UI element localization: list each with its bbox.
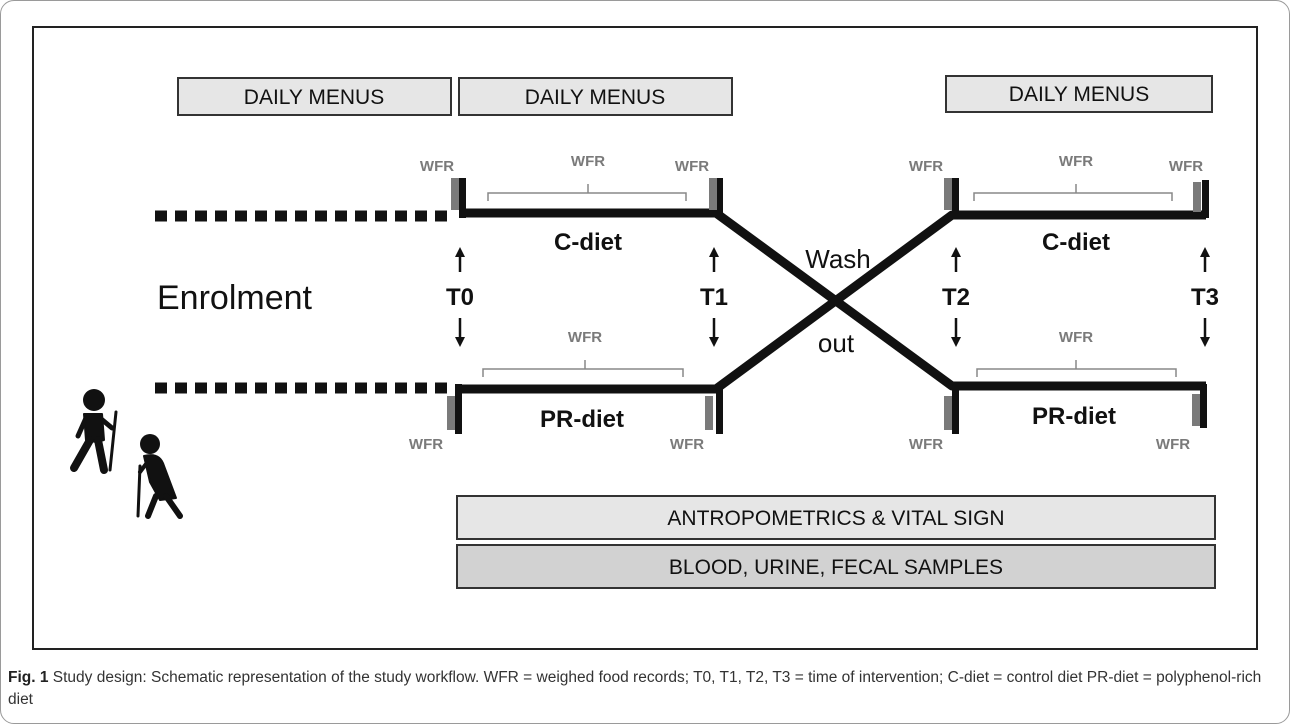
t1-label: T1	[700, 284, 728, 311]
wfr-label: WFR	[675, 158, 709, 175]
daily-menus-box-2: DAILY MENUS	[458, 77, 733, 116]
enrolment-label: Enrolment	[157, 279, 313, 317]
wfr-label: WFR	[909, 436, 943, 453]
wfr-label: WFR	[670, 436, 704, 453]
wfr-label: WFR	[409, 436, 443, 453]
caption-text: Study design: Schematic representation o…	[8, 669, 1262, 708]
wfr-braces	[482, 184, 1177, 377]
wfr-label: WFR	[420, 158, 454, 175]
elderly-walker-icon	[136, 434, 183, 519]
t3-label: T3	[1191, 284, 1219, 311]
wfr-label: WFR	[1059, 329, 1093, 346]
daily-menus-label: DAILY MENUS	[525, 86, 665, 109]
daily-menus-box-3: DAILY MENUS	[945, 75, 1213, 113]
pr-to-c-path	[456, 210, 1206, 394]
daily-menus-box-1: DAILY MENUS	[177, 77, 452, 116]
wfr-label: WFR	[568, 329, 602, 346]
pr-diet-label: PR-diet	[1032, 403, 1116, 430]
pr-diet-label: PR-diet	[540, 406, 624, 433]
hiker-icon	[70, 389, 118, 474]
time-arrows	[455, 247, 1210, 347]
samples-box: BLOOD, URINE, FECAL SAMPLES	[456, 544, 1216, 589]
wfr-label: WFR	[571, 153, 605, 170]
wfr-label: WFR	[1169, 158, 1203, 175]
wfr-label: WFR	[1156, 436, 1190, 453]
caption-label: Fig. 1	[8, 669, 49, 686]
out-label: out	[818, 328, 855, 358]
t2-label: T2	[942, 284, 970, 311]
antropometrics-box: ANTROPOMETRICS & VITAL SIGN	[456, 495, 1216, 540]
daily-menus-label: DAILY MENUS	[1009, 83, 1149, 106]
wash-label: Wash	[805, 244, 871, 274]
figure-caption: Fig. 1 Study design: Schematic represent…	[8, 667, 1282, 711]
antropometrics-label: ANTROPOMETRICS & VITAL SIGN	[667, 507, 1004, 530]
wfr-label: WFR	[1059, 153, 1093, 170]
diet-pathways	[456, 208, 1206, 394]
diagram-border	[32, 26, 1258, 650]
daily-menus-label: DAILY MENUS	[244, 86, 384, 109]
wfr-label: WFR	[909, 158, 943, 175]
samples-label: BLOOD, URINE, FECAL SAMPLES	[669, 556, 1003, 579]
t0-label: T0	[446, 284, 474, 311]
c-diet-label: C-diet	[554, 229, 622, 256]
c-diet-label: C-diet	[1042, 229, 1110, 256]
phase-markers	[455, 178, 1209, 434]
wfr-markers	[447, 178, 1201, 430]
